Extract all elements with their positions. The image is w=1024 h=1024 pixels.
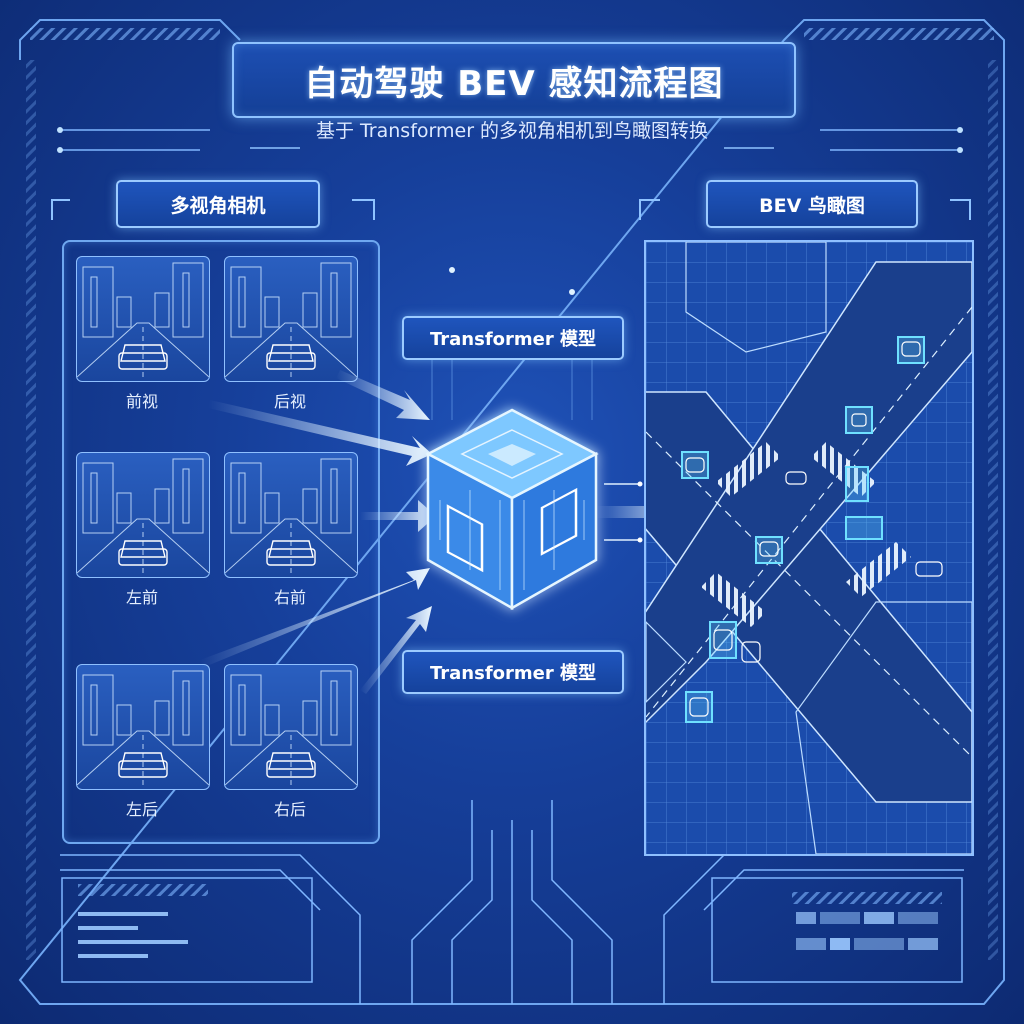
bev-section-label: BEV 鸟瞰图: [706, 180, 918, 228]
bev-map-view: [644, 240, 974, 856]
bev-intersection-graphic: [646, 242, 972, 854]
input-arrows: [200, 370, 436, 694]
transformer-cube-icon: [428, 410, 596, 608]
bev-section-label-text: BEV 鸟瞰图: [759, 191, 865, 218]
